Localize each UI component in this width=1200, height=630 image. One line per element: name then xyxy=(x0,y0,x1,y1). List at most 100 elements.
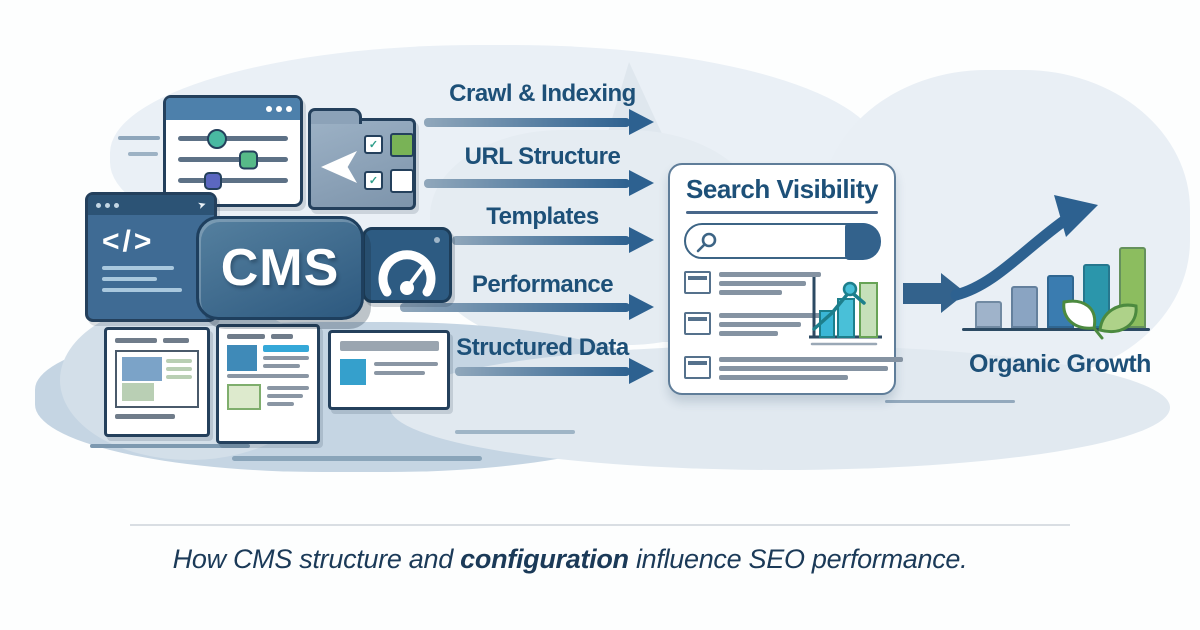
window-dot-icon xyxy=(286,106,292,112)
factor-label-url-structure: URL Structure xyxy=(464,143,621,170)
placeholder-bar xyxy=(263,364,300,368)
placeholder-bar xyxy=(267,386,309,390)
placeholder-bar xyxy=(267,402,295,406)
cms-badge-label: CMS xyxy=(220,239,340,297)
placeholder-bar xyxy=(166,359,192,363)
slider-control xyxy=(178,171,288,190)
image-placeholder xyxy=(227,345,257,371)
slider-knob-green xyxy=(238,150,258,169)
caption-divider xyxy=(130,524,1070,526)
arrow-performance xyxy=(400,303,630,312)
green-tile-icon xyxy=(390,133,414,157)
placeholder-bar xyxy=(271,334,293,339)
performance-gauge-tile xyxy=(362,227,452,303)
result-page-icon xyxy=(684,312,711,335)
placeholder-bar xyxy=(340,341,439,351)
layout-frame xyxy=(115,350,199,408)
growth-baseline xyxy=(962,328,1150,331)
result-text-line xyxy=(719,313,821,318)
result-page-icon xyxy=(684,271,711,294)
send-arrow-icon: ➤ xyxy=(196,198,208,212)
arrow-crawl-indexing xyxy=(424,118,630,127)
placeholder-bar xyxy=(263,356,309,360)
caption-prefix: How CMS structure and xyxy=(172,544,461,574)
settings-window-titlebar xyxy=(166,98,300,120)
image-placeholder xyxy=(122,383,154,401)
slider-knob-indigo xyxy=(204,171,223,190)
window-dot-icon xyxy=(105,202,110,208)
window-dot-icon xyxy=(96,202,101,208)
result-text-line xyxy=(719,322,801,327)
arrowhead-icon xyxy=(629,170,654,196)
factor-label-performance: Performance xyxy=(471,271,614,298)
image-placeholder xyxy=(122,357,162,381)
mini-trend-chart xyxy=(809,277,882,346)
result-text-line xyxy=(719,357,903,362)
highlight-bar xyxy=(263,345,309,352)
connector-arrow xyxy=(903,283,941,304)
image-placeholder xyxy=(227,384,261,410)
speed-line xyxy=(232,456,482,461)
organic-growth-label: Organic Growth xyxy=(969,350,1151,378)
placeholder-bar xyxy=(267,394,303,398)
arrow-templates xyxy=(452,236,630,245)
search-visibility-card: Search Visibility xyxy=(668,163,903,395)
growth-curve-arrow xyxy=(950,195,1098,301)
slider-knob-teal xyxy=(206,128,227,149)
arrowhead-icon xyxy=(629,294,654,320)
result-text-line xyxy=(719,366,889,371)
placeholder-bar xyxy=(115,338,157,343)
search-button xyxy=(844,222,881,260)
result-text-line xyxy=(719,281,806,286)
image-placeholder xyxy=(340,359,366,385)
speed-line xyxy=(455,430,575,434)
caption-suffix: influence SEO performance. xyxy=(628,544,968,574)
growth-bar xyxy=(975,301,1002,328)
search-input xyxy=(684,222,881,260)
cms-badge: CMS xyxy=(196,216,364,320)
search-result-row xyxy=(684,271,821,299)
arrow-structured-data xyxy=(455,367,630,376)
arrow-url-structure xyxy=(424,179,630,188)
speed-line xyxy=(128,152,158,156)
factor-label-templates: Templates xyxy=(486,203,599,230)
factor-label-structured-data: Structured Data xyxy=(456,334,629,361)
placeholder-bar xyxy=(374,371,426,375)
template-thumbnail xyxy=(328,330,450,410)
content-folder-icon: ✓ ✓ xyxy=(308,108,416,210)
code-line xyxy=(102,288,182,292)
speed-line xyxy=(90,444,250,448)
slider-control xyxy=(178,128,288,149)
placeholder-bar xyxy=(227,374,309,378)
factor-label-crawl-indexing: Crawl & Indexing xyxy=(449,80,636,107)
result-page-icon xyxy=(684,356,711,379)
magnifier-icon xyxy=(696,232,717,253)
window-dot-icon xyxy=(276,106,282,112)
growth-bar xyxy=(1011,286,1038,328)
leaf-icon xyxy=(1062,299,1138,340)
window-dot-icon xyxy=(266,106,272,112)
template-thumbnail xyxy=(216,324,320,444)
result-text-line xyxy=(719,272,821,277)
speed-line xyxy=(885,400,1015,403)
caption-emphasis: configuration xyxy=(460,544,629,574)
placeholder-bar xyxy=(166,375,192,379)
caption-text: How CMS structure and configuration infl… xyxy=(0,544,1170,575)
code-line xyxy=(102,277,157,281)
placeholder-bar xyxy=(166,367,192,371)
search-result-row xyxy=(684,356,903,384)
window-dot-icon xyxy=(114,202,119,208)
code-symbol: </> xyxy=(102,225,155,258)
placeholder-bar xyxy=(115,414,175,419)
arrowhead-icon xyxy=(629,227,654,253)
code-window-titlebar: ➤ xyxy=(88,195,214,215)
placeholder-bar xyxy=(227,334,265,339)
checkbox-icon: ✓ xyxy=(364,171,383,190)
speedometer-icon xyxy=(378,250,436,297)
arrowhead-icon xyxy=(629,358,654,384)
arrowhead-icon xyxy=(629,109,654,135)
result-text-line xyxy=(719,331,779,336)
card-divider xyxy=(686,211,878,214)
placeholder-bar xyxy=(374,362,438,366)
gauge-corner-dot xyxy=(434,237,440,243)
